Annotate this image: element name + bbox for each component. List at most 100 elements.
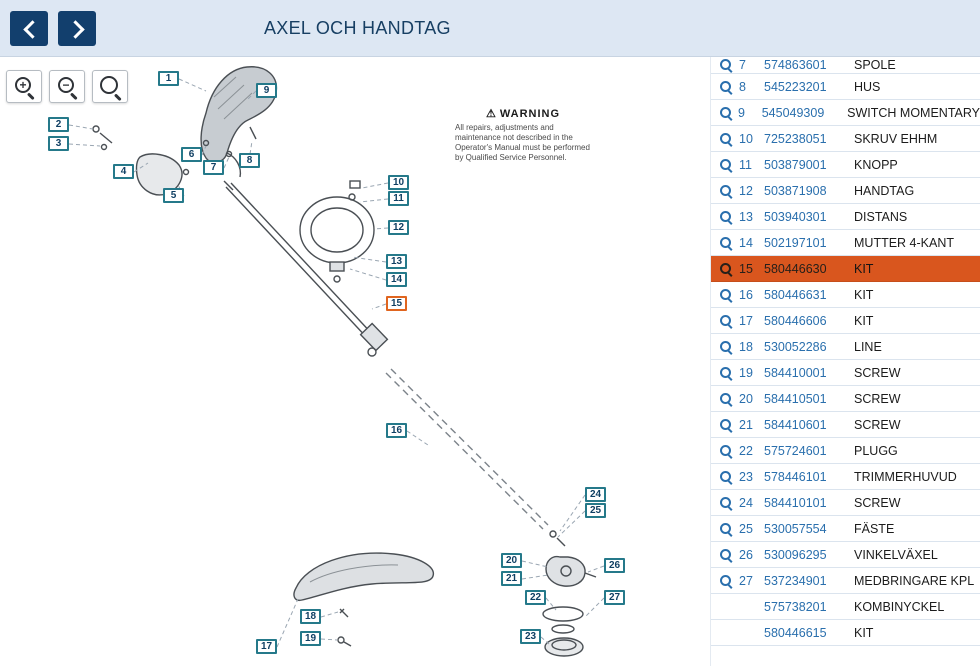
callout-21[interactable]: 21 bbox=[501, 571, 522, 586]
magnifier-icon[interactable] bbox=[719, 522, 733, 537]
callout-24[interactable]: 24 bbox=[585, 487, 606, 502]
magnifier-icon[interactable] bbox=[719, 132, 733, 147]
part-number[interactable]: 503940301 bbox=[764, 209, 827, 224]
zoom-in-button[interactable]: + bbox=[6, 70, 42, 103]
callout-6[interactable]: 6 bbox=[181, 147, 202, 162]
magnifier-icon[interactable] bbox=[719, 340, 733, 355]
callout-14[interactable]: 14 bbox=[386, 272, 407, 287]
callout-16[interactable]: 16 bbox=[386, 423, 407, 438]
diagram-canvas[interactable]: + − bbox=[0, 57, 710, 666]
forward-button[interactable] bbox=[58, 10, 96, 46]
part-number[interactable]: 545049309 bbox=[761, 105, 825, 120]
magnifier-icon[interactable] bbox=[719, 496, 733, 511]
magnifier-icon[interactable] bbox=[719, 444, 733, 459]
magnifier-icon[interactable] bbox=[719, 574, 733, 589]
magnifier-icon[interactable] bbox=[719, 262, 733, 277]
callout-17[interactable]: 17 bbox=[256, 639, 277, 654]
magnifier-icon[interactable] bbox=[719, 158, 733, 173]
part-number[interactable]: 530052286 bbox=[764, 339, 827, 354]
callout-12[interactable]: 12 bbox=[388, 220, 409, 235]
callout-5[interactable]: 5 bbox=[163, 188, 184, 203]
part-number[interactable]: 575724601 bbox=[764, 443, 827, 458]
part-number[interactable]: 580446630 bbox=[764, 261, 827, 276]
part-number[interactable]: 575738201 bbox=[764, 599, 827, 614]
magnifier-icon[interactable] bbox=[719, 210, 733, 225]
magnifier-icon[interactable] bbox=[719, 58, 733, 73]
callout-9[interactable]: 9 bbox=[256, 83, 277, 98]
part-number[interactable]: 530096295 bbox=[764, 547, 827, 562]
part-number[interactable]: 545223201 bbox=[764, 79, 827, 94]
callout-7[interactable]: 7 bbox=[203, 160, 224, 175]
callout-15[interactable]: 15 bbox=[386, 296, 407, 311]
part-number[interactable]: 584410501 bbox=[764, 391, 827, 406]
part-number[interactable]: 584410001 bbox=[764, 365, 827, 380]
callout-13[interactable]: 13 bbox=[386, 254, 407, 269]
callout-10[interactable]: 10 bbox=[388, 175, 409, 190]
magnifier-icon[interactable] bbox=[719, 184, 733, 199]
magnifier-icon[interactable] bbox=[719, 392, 733, 407]
callout-3[interactable]: 3 bbox=[48, 136, 69, 151]
callout-22[interactable]: 22 bbox=[525, 590, 546, 605]
part-number[interactable]: 580446631 bbox=[764, 287, 827, 302]
callout-2[interactable]: 2 bbox=[48, 117, 69, 132]
magnifier-icon[interactable] bbox=[719, 80, 733, 95]
magnifier-icon[interactable] bbox=[719, 418, 733, 433]
callout-11[interactable]: 11 bbox=[388, 191, 409, 206]
part-number[interactable]: 584410601 bbox=[764, 417, 827, 432]
callout-27[interactable]: 27 bbox=[604, 590, 625, 605]
callout-26[interactable]: 26 bbox=[604, 558, 625, 573]
magnifier-icon[interactable] bbox=[719, 236, 733, 251]
part-number[interactable]: 578446101 bbox=[764, 469, 827, 484]
callout-18[interactable]: 18 bbox=[300, 609, 321, 624]
zoom-reset-button[interactable] bbox=[92, 70, 128, 103]
part-number[interactable]: 584410101 bbox=[764, 495, 827, 510]
callout-19[interactable]: 19 bbox=[300, 631, 321, 646]
zoom-out-button[interactable]: − bbox=[49, 70, 85, 103]
back-button[interactable] bbox=[10, 10, 48, 46]
part-number[interactable]: 580446615 bbox=[764, 625, 827, 640]
part-number[interactable]: 530057554 bbox=[764, 521, 827, 536]
callout-25[interactable]: 25 bbox=[585, 503, 606, 518]
magnifier-icon[interactable] bbox=[719, 366, 733, 381]
part-number[interactable]: 574863601 bbox=[764, 58, 827, 72]
callout-23[interactable]: 23 bbox=[520, 629, 541, 644]
part-number[interactable]: 502197101 bbox=[764, 235, 827, 250]
callout-1[interactable]: 1 bbox=[158, 71, 179, 86]
magnifier-icon[interactable] bbox=[719, 106, 733, 121]
part-number[interactable]: 537234901 bbox=[764, 573, 827, 588]
magnifier-icon[interactable] bbox=[719, 288, 733, 303]
magnifier-icon[interactable] bbox=[719, 548, 733, 563]
callout-4[interactable]: 4 bbox=[113, 164, 134, 179]
part-number[interactable]: 725238051 bbox=[764, 131, 827, 146]
part-number[interactable]: 503879001 bbox=[764, 157, 827, 172]
callout-8[interactable]: 8 bbox=[239, 153, 260, 168]
part-number[interactable]: 503871908 bbox=[764, 183, 827, 198]
magnifier-icon[interactable] bbox=[719, 314, 733, 329]
callout-20[interactable]: 20 bbox=[501, 553, 522, 568]
part-number[interactable]: 580446606 bbox=[764, 313, 827, 328]
magnifier-icon[interactable] bbox=[719, 470, 733, 485]
